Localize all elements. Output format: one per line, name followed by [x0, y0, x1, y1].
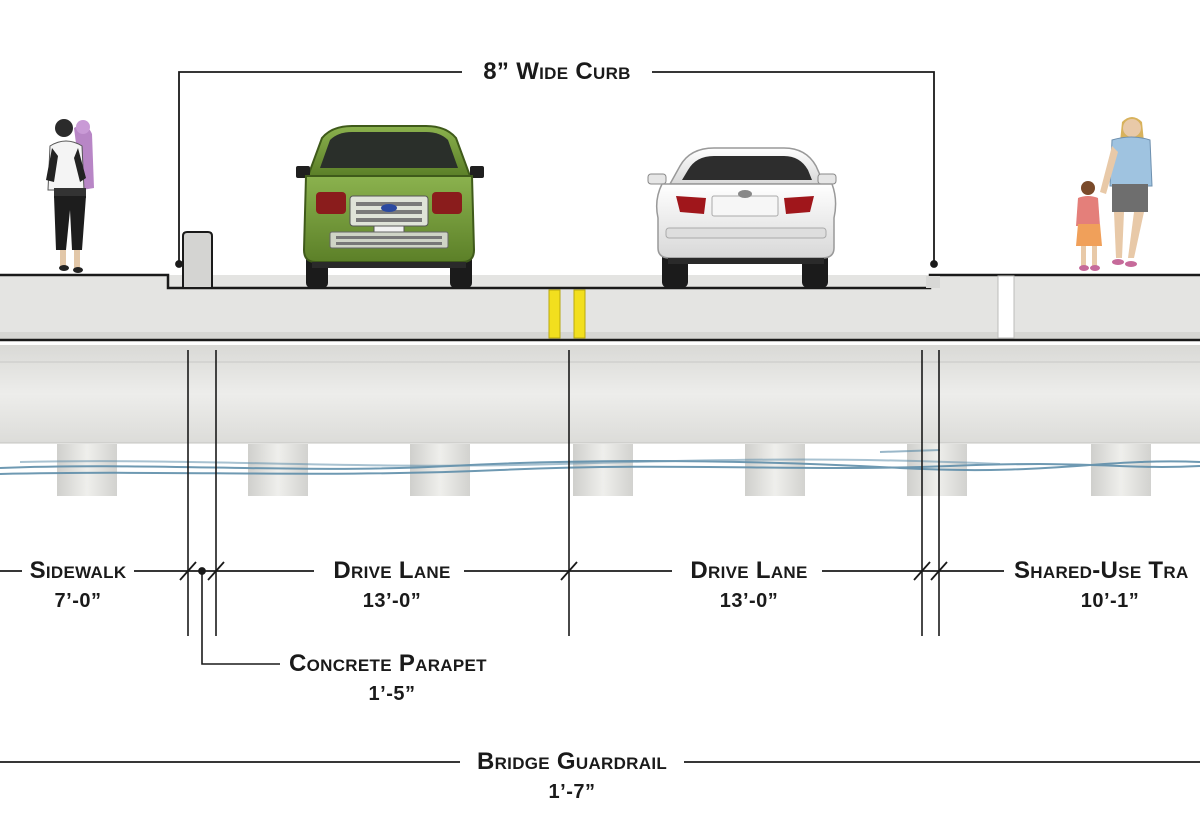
- bridge-guardrail-label: Bridge Guardrail: [476, 748, 668, 775]
- curb-bracket: [175, 71, 938, 268]
- bridge-girder: [0, 345, 1200, 444]
- concrete-parapet-label: Concrete Parapet: [289, 650, 487, 677]
- drive-lane-left-dimension: 13’-0”: [362, 590, 422, 612]
- parapet-leader: [201, 571, 280, 665]
- drive-lane-right-label: Drive Lane: [690, 557, 808, 584]
- drive-lane-right-dimension: 13’-0”: [719, 590, 779, 612]
- concrete-parapet-dimension: 1’-5”: [368, 683, 416, 705]
- bridge-guardrail-dimension: 1’-7”: [548, 781, 596, 803]
- concrete-parapet: [182, 231, 213, 289]
- curb-label: 8” Wide Curb: [483, 58, 631, 85]
- drive-lane-left-label: Drive Lane: [333, 557, 451, 584]
- pedestrian-with-backpack-icon: [46, 119, 94, 273]
- water-surface: [0, 449, 1200, 475]
- bridge-piers: [57, 444, 1151, 496]
- lane-dimension-line: [0, 561, 1004, 581]
- shared-use-trail-dimension: 10’-1”: [1080, 590, 1140, 612]
- dimension-extension-lines: [187, 350, 940, 636]
- sedan-rear-icon: [647, 147, 837, 288]
- sidewalk-label: Sidewalk: [29, 557, 127, 584]
- adult-with-child-icon: [1076, 117, 1153, 271]
- bridge-deck: [0, 273, 1200, 342]
- shared-use-trail-label: Shared-Use Tra: [1014, 557, 1189, 584]
- double-yellow-centerline: [548, 289, 586, 339]
- suv-rear-icon: [296, 125, 484, 288]
- sidewalk-dimension: 7’-0”: [54, 590, 102, 612]
